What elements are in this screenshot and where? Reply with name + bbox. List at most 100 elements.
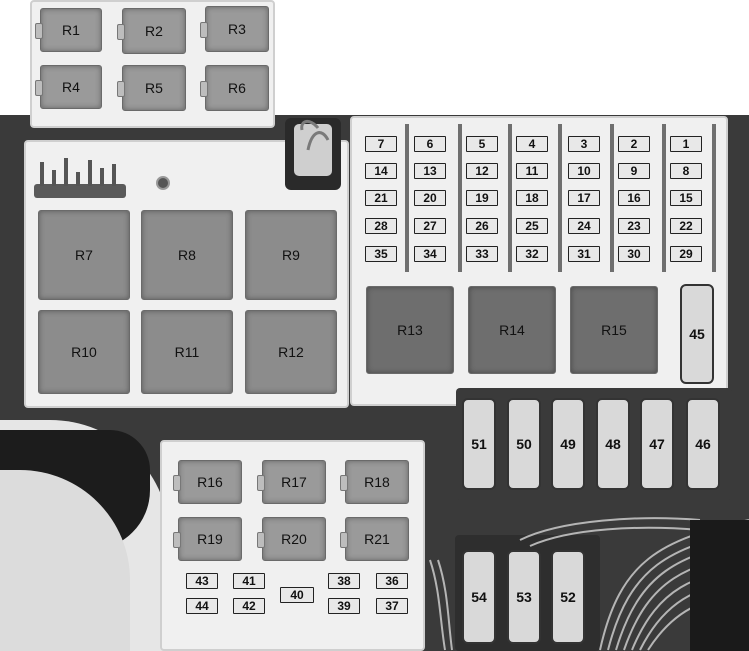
relay-label: R5 xyxy=(145,80,163,96)
fuse-label: 26 xyxy=(475,219,489,233)
relay-label: R7 xyxy=(75,247,93,263)
fuse-label: 34 xyxy=(423,247,437,261)
fuse-label: 18 xyxy=(525,191,539,205)
fuse-22: 22 xyxy=(670,218,702,234)
fuse-label: 11 xyxy=(525,164,539,178)
fuse-23: 23 xyxy=(618,218,650,234)
fuse-37: 37 xyxy=(376,598,408,614)
relay-R4: R4 xyxy=(35,65,102,109)
fuse-13: 13 xyxy=(414,163,446,179)
fuse-35: 35 xyxy=(365,246,397,262)
fuse-label: 20 xyxy=(423,191,437,205)
fuse-25: 25 xyxy=(516,218,548,234)
relay-label: R2 xyxy=(145,23,163,39)
fuse-30: 30 xyxy=(618,246,650,262)
fuse-19: 19 xyxy=(466,190,498,206)
fuse-label: 29 xyxy=(679,247,693,261)
fuse-label: 43 xyxy=(195,574,209,588)
fuse-10: 10 xyxy=(568,163,600,179)
fuse-label: 13 xyxy=(423,164,437,178)
fuse-52: 52 xyxy=(551,550,585,644)
fuse-38: 38 xyxy=(328,573,360,589)
fuse-3: 3 xyxy=(568,136,600,152)
comb-pin xyxy=(88,160,92,186)
fuse-39: 39 xyxy=(328,598,360,614)
relay-label: R21 xyxy=(364,531,390,547)
comb-pin xyxy=(100,168,104,186)
relay-label: R18 xyxy=(364,474,390,490)
fuse-label: 16 xyxy=(627,191,641,205)
fuse-18: 18 xyxy=(516,190,548,206)
relay-label: R17 xyxy=(281,474,307,490)
fuse-34: 34 xyxy=(414,246,446,262)
fuse-14: 14 xyxy=(365,163,397,179)
fuse-48: 48 xyxy=(596,398,630,490)
fuse-42: 42 xyxy=(233,598,265,614)
fuse-21: 21 xyxy=(365,190,397,206)
fuse-6: 6 xyxy=(414,136,446,152)
fuse-46: 46 xyxy=(686,398,720,490)
fuse-33: 33 xyxy=(466,246,498,262)
fuse-7: 7 xyxy=(365,136,397,152)
fuse-26: 26 xyxy=(466,218,498,234)
fuse-50: 50 xyxy=(507,398,541,490)
bus-rail xyxy=(558,124,562,272)
fuse-label: 17 xyxy=(577,191,591,205)
bus-rail xyxy=(508,124,512,272)
fuse-15: 15 xyxy=(670,190,702,206)
relay-R15: R15 xyxy=(570,286,658,374)
fuse-label: 44 xyxy=(195,599,209,613)
fuse-12: 12 xyxy=(466,163,498,179)
fuse-49: 49 xyxy=(551,398,585,490)
fuse-31: 31 xyxy=(568,246,600,262)
fuse-label: 3 xyxy=(580,137,588,151)
relay-label: R1 xyxy=(62,22,80,38)
relay-R11: R11 xyxy=(141,310,233,394)
fuse-54: 54 xyxy=(462,550,496,644)
connector-plug xyxy=(294,124,332,176)
relay-R2: R2 xyxy=(117,8,186,54)
comb-pin xyxy=(64,158,68,186)
fuse-label: 38 xyxy=(337,574,351,588)
fuse-label: 23 xyxy=(627,219,641,233)
fuse-label: 21 xyxy=(374,191,388,205)
bus-rail xyxy=(405,124,409,272)
relay-R3: R3 xyxy=(200,6,269,52)
fuse-label: 31 xyxy=(577,247,591,261)
comb-pin xyxy=(76,172,80,186)
relay-R18: R18 xyxy=(340,460,409,504)
fuse-label: 33 xyxy=(475,247,489,261)
fuse-45: 45 xyxy=(680,284,714,384)
fuse-4: 4 xyxy=(516,136,548,152)
fuse-label: 8 xyxy=(682,164,690,178)
relay-label: R14 xyxy=(499,322,525,338)
fuse-label: 32 xyxy=(525,247,539,261)
fuse-5: 5 xyxy=(466,136,498,152)
fuse-label: 52 xyxy=(560,589,576,605)
relay-R16: R16 xyxy=(173,460,242,504)
fuse-2: 2 xyxy=(618,136,650,152)
relay-label: R11 xyxy=(174,344,200,360)
fuse-label: 40 xyxy=(290,588,304,602)
fuse-9: 9 xyxy=(618,163,650,179)
relay-label: R19 xyxy=(197,531,223,547)
fuse-44: 44 xyxy=(186,598,218,614)
fuse-43: 43 xyxy=(186,573,218,589)
fuse-label: 49 xyxy=(560,436,576,452)
fuse-label: 24 xyxy=(577,219,591,233)
fuse-53: 53 xyxy=(507,550,541,644)
relay-R10: R10 xyxy=(38,310,130,394)
relay-label: R8 xyxy=(178,247,196,263)
fuse-28: 28 xyxy=(365,218,397,234)
fuse-label: 37 xyxy=(385,599,399,613)
fuse-label: 4 xyxy=(528,137,536,151)
fuse-label: 10 xyxy=(577,164,591,178)
relay-label: R4 xyxy=(62,79,80,95)
fuse-label: 54 xyxy=(471,589,487,605)
fuse-label: 27 xyxy=(423,219,437,233)
mounting-hole xyxy=(156,176,170,190)
fuse-label: 25 xyxy=(525,219,539,233)
fuse-label: 22 xyxy=(679,219,693,233)
fuse-label: 19 xyxy=(475,191,489,205)
fuse-label: 28 xyxy=(374,219,388,233)
